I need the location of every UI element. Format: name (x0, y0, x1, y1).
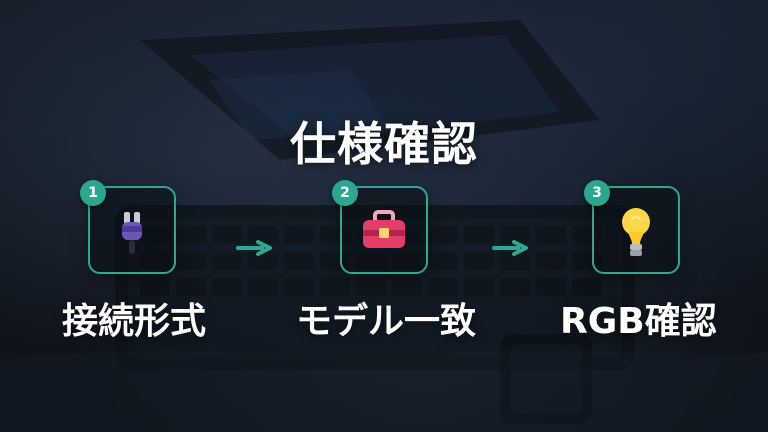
page-title: 仕様確認 (290, 117, 478, 171)
plug-icon (122, 212, 142, 254)
arrow-icon (236, 240, 272, 256)
step-3-label: RGB確認 (560, 301, 717, 342)
step-3-badge: 3 (584, 180, 610, 206)
step-2-badge: 2 (332, 180, 358, 206)
step-1-label: 接続形式 (62, 301, 207, 342)
step-1-badge: 1 (80, 180, 106, 206)
toolbox-icon (363, 210, 405, 248)
step-2-icon-wrap (342, 188, 426, 272)
step-1-icon-wrap (90, 188, 174, 272)
step-2-label: モデル一致 (296, 301, 477, 342)
step-3-icon-wrap (594, 188, 678, 272)
lightbulb-icon (622, 208, 650, 256)
arrow-icon (492, 240, 528, 256)
